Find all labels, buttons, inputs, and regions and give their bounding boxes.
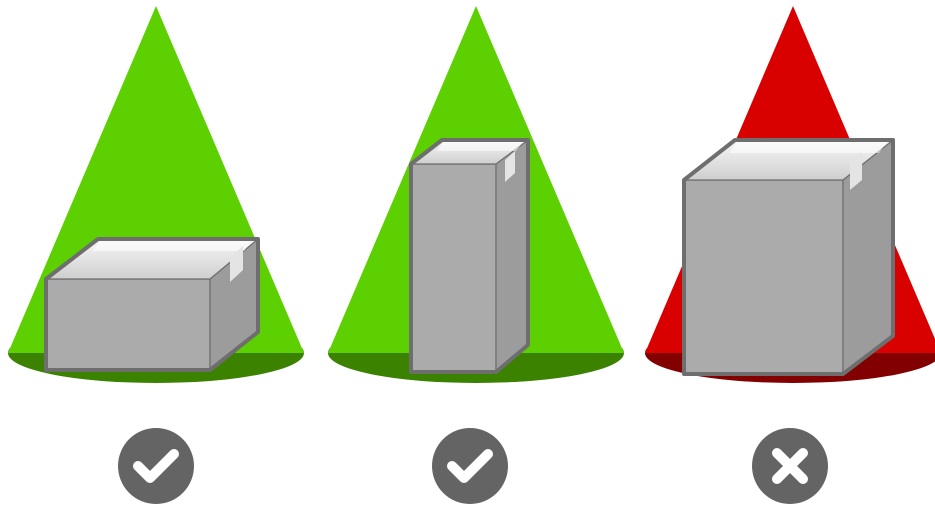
box-tape [437, 142, 523, 151]
box-large-cube [684, 140, 893, 374]
cross-badge [752, 428, 828, 504]
panel-flat-box [8, 6, 304, 504]
panel-large-cube [645, 6, 935, 504]
box-flat-wide [46, 239, 258, 370]
check-badge [118, 428, 194, 504]
check-badge [432, 428, 508, 504]
box-front-face [684, 180, 843, 374]
box-front-face [411, 164, 496, 372]
box-tape [729, 142, 887, 153]
box-front-face [46, 279, 210, 370]
box-tape [92, 241, 252, 251]
panel-tall-box [328, 6, 624, 504]
box-tall-narrow [411, 140, 528, 372]
